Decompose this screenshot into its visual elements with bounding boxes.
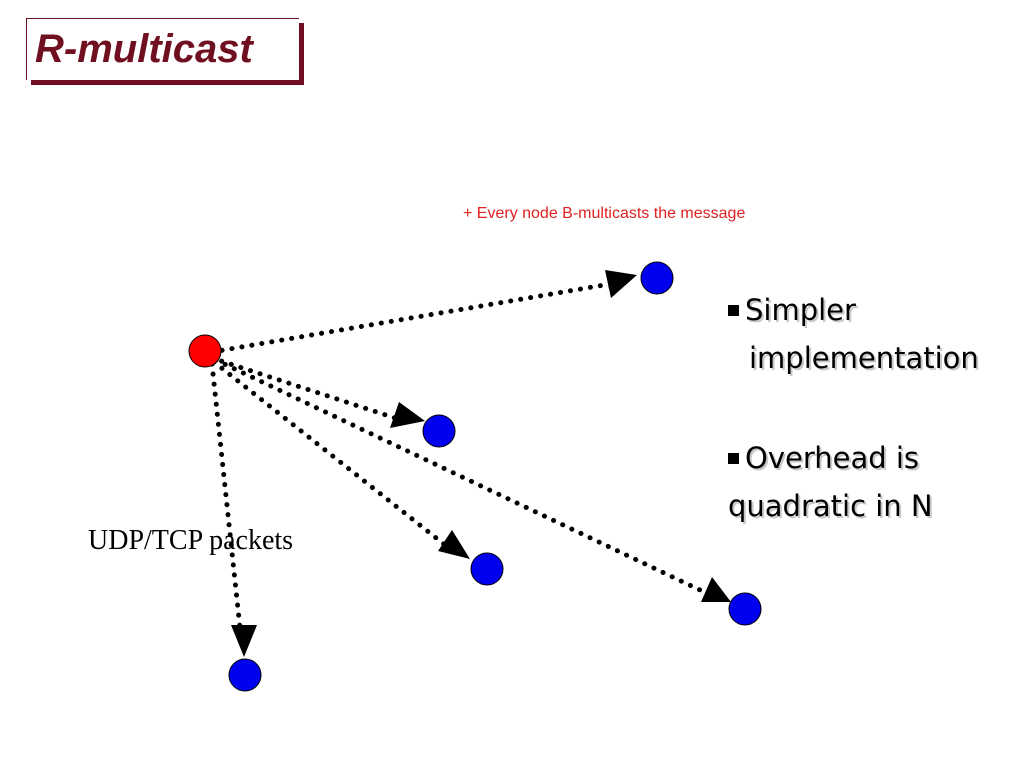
arrowhead-middle <box>390 402 425 428</box>
arrowhead-lower-middle <box>438 530 470 559</box>
bullet-line-1: Simpler <box>728 286 979 334</box>
bullet-line-2: implementation <box>749 341 979 375</box>
arrows-group <box>209 279 703 631</box>
arrow-to-bottom <box>209 361 243 631</box>
annotation-text: + Every node B-multicasts the message <box>463 205 745 222</box>
receiver-node-middle <box>422 414 456 448</box>
bullet-line-2: quadratic in N <box>728 489 933 523</box>
square-bullet-icon <box>728 305 739 316</box>
arrowhead-lower-right <box>701 577 731 602</box>
arrow-to-middle <box>209 355 398 421</box>
slide-title: R-multicast <box>35 27 253 71</box>
arrow-to-top-right <box>209 279 618 355</box>
square-bullet-icon <box>728 453 739 464</box>
bullet-line-1: Overhead is <box>728 434 933 482</box>
bullet-item-simpler: Simpler implementation <box>728 286 979 382</box>
bullet-text: Overhead is <box>745 441 920 475</box>
packet-label: UDP/TCP packets <box>88 525 293 556</box>
bullet-text: Simpler <box>745 293 856 327</box>
receiver-node-lower-middle <box>470 552 504 586</box>
arrowheads-group <box>231 270 731 657</box>
receiver-node-top-right <box>640 261 674 295</box>
bullet-item-overhead: Overhead is quadratic in N <box>728 434 933 530</box>
source-node <box>188 334 222 368</box>
receiver-node-lower-right <box>728 592 762 626</box>
arrow-to-lower-middle <box>211 359 448 548</box>
arrow-to-lower-right <box>213 357 703 593</box>
receiver-node-bottom <box>228 658 262 692</box>
arrowhead-top-right <box>605 270 637 298</box>
title-box: R-multicast <box>26 18 299 80</box>
arrowhead-bottom <box>231 625 257 657</box>
